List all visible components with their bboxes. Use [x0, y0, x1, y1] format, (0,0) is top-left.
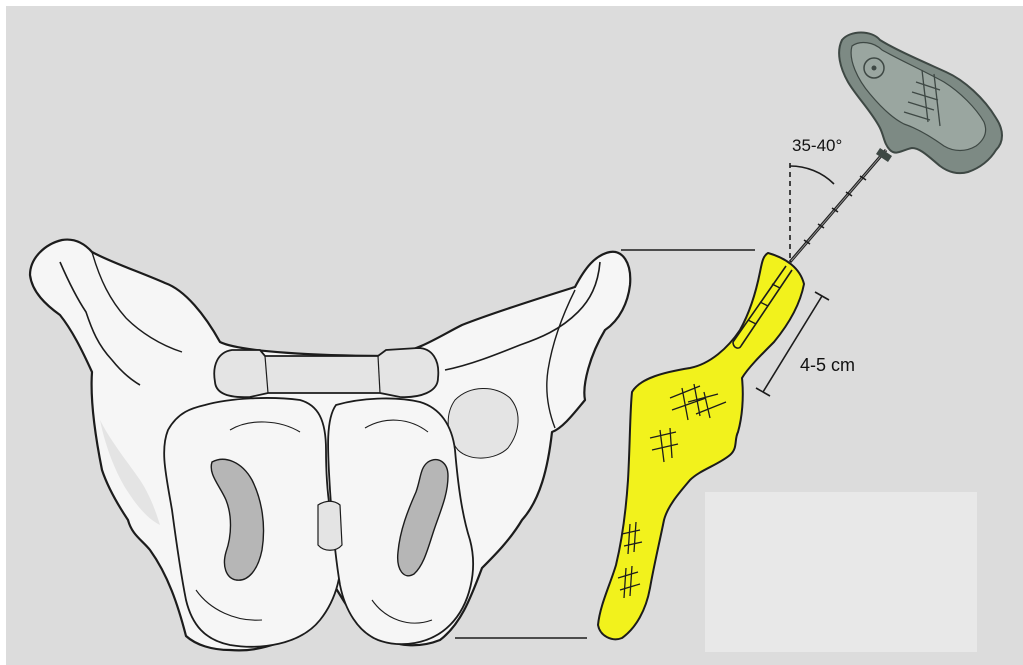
white-frame-top [0, 0, 1023, 6]
white-frame-left [0, 0, 6, 665]
inner-panel [705, 492, 977, 652]
handle-cap-dot [872, 66, 877, 71]
right-lateral-mass [328, 398, 473, 644]
sacral-crest [318, 501, 342, 550]
angle-label: 35-40° [792, 136, 842, 155]
depth-label: 4-5 cm [800, 355, 855, 375]
sacral-promontory [214, 348, 438, 397]
auricular-surface [448, 388, 518, 458]
